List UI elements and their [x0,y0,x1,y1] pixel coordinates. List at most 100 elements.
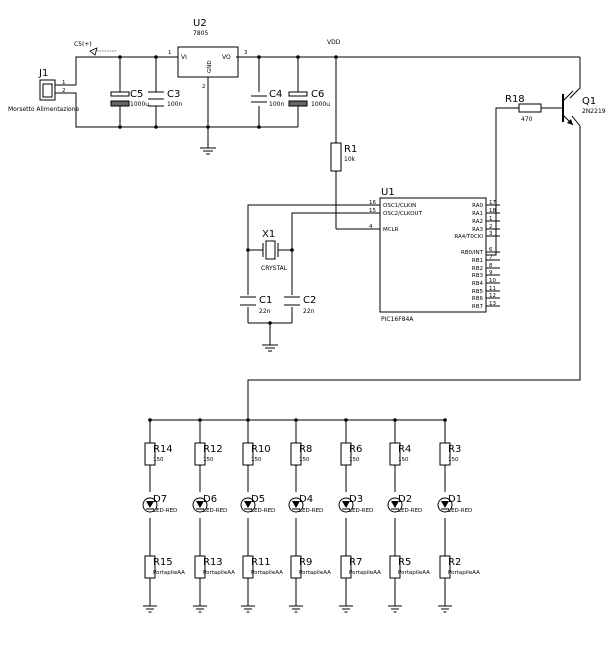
mcu-pin-name: RA0 [472,203,483,209]
mcu-pin-name: RA1 [472,211,483,217]
power-wiring [68,56,581,420]
x1-ref: X1 [262,229,275,240]
q1-value: 2N2219 [582,108,606,115]
resistor-bottom-ref: R5 [398,557,411,568]
u2-ref: U2 [193,18,207,29]
u1-part: PIC16F84A [381,316,414,323]
mcu-pin-number: 3 [489,231,493,237]
crystal-x1: X1 CRYSTAL [261,229,288,272]
led-value: LED-RED [153,508,177,514]
resistor-top-ref: R12 [203,444,223,455]
resistor-top-ref: R10 [251,444,271,455]
mcu-pin-name: RA2 [472,219,483,225]
mcu-pin-name: RB7 [472,304,484,310]
mcu-pin-number: 6 [489,247,493,253]
mcu-pin-number: 4 [369,224,373,230]
c2-ref: C2 [303,295,316,306]
c3-value: 100n [167,101,182,108]
resistor-top-ref: R3 [448,444,461,455]
led-diode [196,501,204,508]
resistor-bottom-value: PortapileAA [153,570,185,576]
led-ref: D7 [153,494,167,505]
mcu-pin-name: RB3 [472,273,484,279]
led-diode [342,501,350,508]
connector-j1: J1 1 2 Morsetto Alimentazione [8,68,80,113]
led-diode [441,501,449,508]
j1-ref: J1 [38,68,48,79]
resistor-top-value: 150 [153,457,164,463]
u2-pin-vo: VO [222,54,231,61]
c6-ref: C6 [311,89,324,100]
resistor-bottom-value: PortapileAA [251,570,283,576]
mcu-pin-number: 13 [489,301,496,307]
resistor-top-ref: R4 [398,444,411,455]
mcu-pin-name: RA3 [472,227,483,233]
mcu-pin-number: 8 [489,263,493,269]
resistor-top-value: 150 [251,457,262,463]
resistor-bottom-ref: R15 [153,557,173,568]
resistor-top-value: 150 [398,457,409,463]
mcu-pin-name: RB5 [472,289,484,295]
mcu-pin-name: MCLR [383,227,399,233]
resistor-bottom-value: PortapileAA [448,570,480,576]
resistor-top-ref: R8 [299,444,312,455]
c3-ref: C3 [167,89,180,100]
resistor-bottom-value: PortapileAA [299,570,331,576]
c4-value: 100n [269,101,284,108]
c4-ref: C4 [269,89,282,100]
c1-ref: C1 [259,295,272,306]
resistor-bottom-ref: R2 [448,557,461,568]
mcu-pin-name: OSC2/CLKOUT [383,211,423,217]
resistor-top-value: 150 [299,457,310,463]
q1-ref: Q1 [582,96,596,107]
u2-pin-vi: VI [181,54,187,61]
mcu-pin-number: 1 [489,216,493,222]
mcu-pin-name: RB0/INT [461,250,484,256]
led-diode [391,501,399,508]
led-value: LED-RED [349,508,373,514]
capacitor-c1: C1 22n [240,295,272,315]
led-ref: D6 [203,494,217,505]
u2-pin-gnd: GND [207,60,213,73]
u2-pin3: 3 [244,50,248,56]
led-ref: D4 [299,494,313,505]
led-value: LED-RED [299,508,323,514]
u2-pin2: 2 [202,84,206,90]
vdd-label: VDD [327,39,341,46]
resistor-top-value: 150 [203,457,214,463]
mcu-pin-name: RB6 [472,296,484,302]
mcu-pin-number: 11 [489,286,496,292]
mcu-pin-number: 2 [489,224,493,230]
resistor-bottom-value: PortapileAA [349,570,381,576]
j1-pin1: 1 [62,80,66,86]
x1-value: CRYSTAL [261,265,288,272]
regulator-u2: U2 7805 VI VO GND 1 3 2 [168,18,248,90]
u2-pin1: 1 [168,50,172,56]
ground-symbol [200,147,216,155]
u2-value: 7805 [193,30,208,37]
led-value: LED-RED [448,508,472,514]
resistor-top-value: 150 [448,457,459,463]
oscillator-wiring [247,204,380,352]
mcu-pin-number: 15 [369,208,376,214]
resistor-r18: R18 470 [505,94,542,123]
r1-ref: R1 [344,144,357,155]
mcu-pin-name: RB4 [472,281,484,287]
led-ref: D2 [398,494,412,505]
led-diode [146,501,154,508]
capacitor-c4: C4 100n [251,89,284,108]
j1-label: Morsetto Alimentazione [8,106,80,113]
led-diode [292,501,300,508]
mcu-pin-number: 9 [489,270,493,276]
resistor-bottom-ref: R13 [203,557,223,568]
mcu-u1: U1 PIC16F84A OSC1/CLKIN16OSC2/CLKOUT15MC… [366,187,500,323]
capacitor-c5: C5 1000u [110,89,149,108]
resistor-top-ref: R14 [153,444,173,455]
mcu-pin-number: 18 [489,208,496,214]
